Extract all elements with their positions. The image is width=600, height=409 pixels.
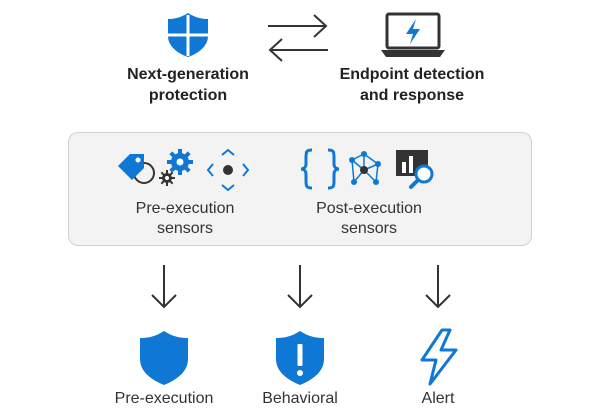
shield-exclamation-icon — [275, 330, 325, 386]
edr-label: Endpoint detection and response — [339, 66, 485, 104]
ngp-label: Next-generation protection — [127, 66, 249, 104]
chart-search-icon — [394, 148, 438, 190]
lightning-icon — [414, 328, 462, 386]
pre-execution-sensors-label: Pre-execution sensors — [135, 200, 235, 237]
bidirectional-arrows-icon — [266, 10, 330, 66]
tag-icon — [116, 148, 156, 186]
laptop-lightning-icon — [380, 12, 446, 58]
shield-windows-icon — [167, 12, 209, 58]
directional-pad-icon — [206, 148, 250, 192]
shield-icon — [139, 330, 189, 386]
bottom-label-behavioral: Behavioral — [262, 390, 338, 407]
down-arrow-icon — [149, 263, 179, 311]
sensors-panel — [68, 132, 532, 246]
bottom-label-alert: Alert — [421, 390, 455, 407]
network-nodes-icon — [344, 150, 384, 190]
braces-icon — [300, 148, 340, 190]
down-arrow-icon — [423, 263, 453, 311]
bottom-label-pre-execution: Pre-execution — [114, 390, 214, 407]
down-arrow-icon — [285, 263, 315, 311]
post-execution-sensors-label: Post-execution sensors — [316, 200, 422, 237]
gears-icon — [158, 146, 196, 186]
